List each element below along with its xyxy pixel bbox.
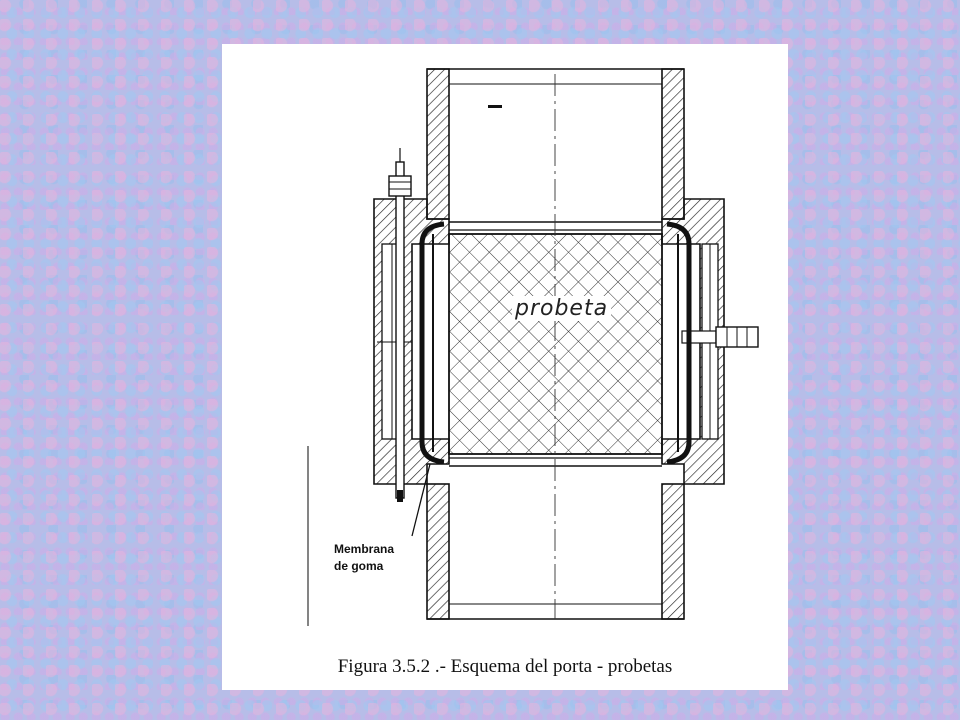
lower-right-wall — [661, 483, 685, 620]
specimen — [448, 233, 663, 455]
upper-left-wall — [426, 68, 450, 220]
upper-right-wall — [661, 68, 685, 220]
figure-sheet: probeta Membrana de goma Figura 3.5.2 .-… — [222, 44, 788, 690]
bolt-nut — [388, 175, 412, 197]
figure-caption: Figura 3.5.2 .- Esquema del porta - prob… — [337, 656, 673, 677]
membrane-label: Membrana de goma — [334, 541, 424, 575]
lower-left-wall — [426, 483, 450, 620]
membrane-leader — [411, 463, 431, 537]
specimen-label: probeta — [512, 296, 612, 321]
specimen-holder-diagram — [307, 68, 759, 626]
membrane-left — [419, 221, 445, 465]
membrane-label-line2: de goma — [334, 559, 384, 573]
membrane-label-line1: Membrana — [334, 542, 395, 556]
left-bolt — [395, 161, 405, 499]
membrane-right — [666, 221, 692, 465]
